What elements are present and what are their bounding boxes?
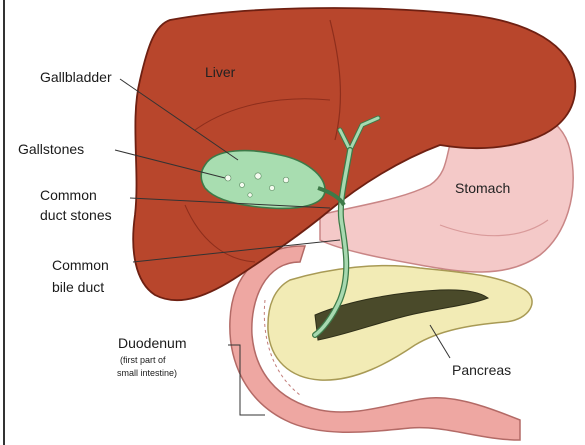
common-bile-duct-label-line1: Common <box>52 257 109 273</box>
common-bile-duct-label-line2: bile duct <box>52 279 104 295</box>
duodenum-note-line2: small intestine) <box>117 368 177 378</box>
gallstones-label: Gallstones <box>18 141 84 157</box>
gallbladder-label: Gallbladder <box>40 69 112 85</box>
common-duct-stones-label-line2: duct stones <box>40 207 112 223</box>
pancreas-label: Pancreas <box>452 362 511 378</box>
stomach-label: Stomach <box>455 180 510 196</box>
common-duct-stones-label-line1: Common <box>40 187 97 203</box>
liver-label: Liver <box>205 64 236 80</box>
duodenum-note-line1: (first part of <box>120 355 166 365</box>
duodenum-label: Duodenum <box>118 335 187 351</box>
